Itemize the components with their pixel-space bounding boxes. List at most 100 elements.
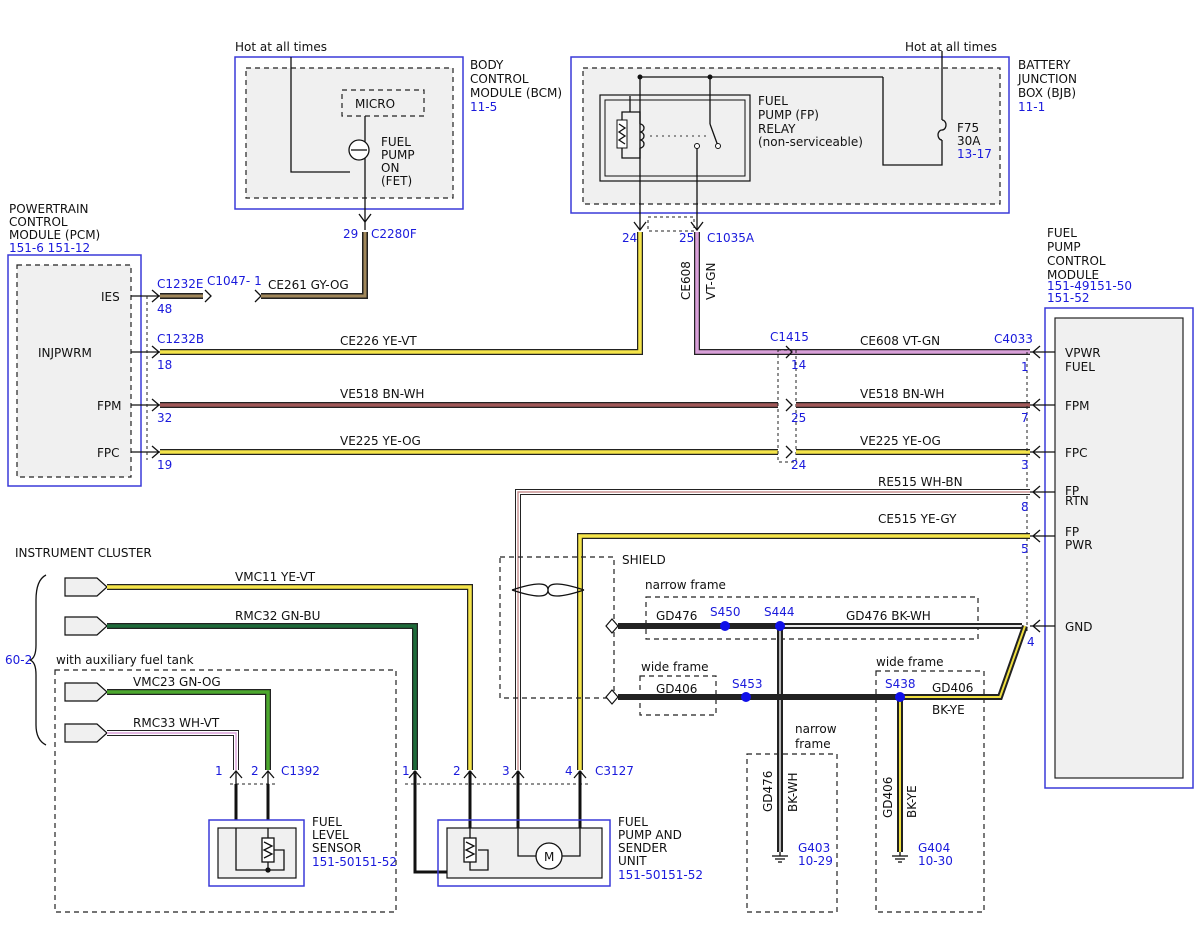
c1392-pin-1: 1: [215, 764, 223, 778]
sender-name-3: SENDER: [618, 841, 667, 855]
c3127-pin-4: 4: [565, 764, 573, 778]
fpcm-pin-fuel: FUEL: [1065, 360, 1095, 374]
bcm-ref: 11-5: [470, 100, 497, 114]
relay-label-1: FUEL: [758, 94, 788, 108]
pcm-name-1: POWERTRAIN: [9, 202, 89, 216]
fpcm-pin-fpm: FPM: [1065, 399, 1090, 413]
ground-g404-ref: 10-30: [918, 854, 953, 868]
shield-twist-icon: [511, 583, 585, 597]
fpcm-inner: [1054, 317, 1184, 779]
splice-label-s453: S453: [732, 677, 763, 691]
fpcm-pin-rtn: RTN: [1065, 494, 1089, 508]
micro-label: MICRO: [355, 97, 395, 111]
splice-s444: [775, 621, 785, 631]
wire-label-gd476-vert: GD476: [761, 771, 775, 812]
narrow-frame-box: [645, 596, 979, 640]
wide-frame-label-2: wide frame: [876, 655, 944, 669]
pcm-pin-ies: IES: [101, 290, 120, 304]
bcm-outline: [234, 56, 464, 210]
wire-label-vmc23: VMC23 GN-OG: [133, 675, 221, 689]
relay-label-2: PUMP (FP): [758, 108, 819, 122]
sender-ref: 151-50151-52: [618, 868, 703, 882]
fpcm-pin-gnd: GND: [1065, 620, 1093, 634]
wire-label-ce608: CE608 VT-GN: [860, 334, 940, 348]
wire-label-ce608-vert: CE608: [679, 261, 693, 300]
fuse-icon: [937, 119, 947, 141]
micro-box: [341, 89, 425, 117]
sender-unit-outline: [437, 819, 611, 887]
fpcm-pin-fp2: FP: [1065, 525, 1079, 539]
bjb-ref: 11-1: [1018, 100, 1045, 114]
level-sensor-name-3: SENSOR: [312, 841, 362, 855]
cluster-title: INSTRUMENT CLUSTER: [15, 546, 152, 560]
fuse-ref: 13-17: [957, 147, 992, 161]
hot-at-all-times-bjb: Hot at all times: [905, 40, 997, 54]
splice-label-s450: S450: [710, 605, 741, 619]
level-sensor-ref: 151-50151-52: [312, 855, 397, 869]
sender-name-2: PUMP AND: [618, 828, 682, 842]
fet-label-3: ON: [381, 161, 399, 175]
pin-4: 4: [1027, 635, 1035, 649]
bcm-inner: [245, 67, 454, 199]
wire-label-re515: RE515 WH-BN: [878, 475, 963, 489]
c3127-pin-3: 3: [502, 764, 510, 778]
wire-ce261: [160, 232, 368, 299]
wire-label-ve518-left: VE518 BN-WH: [340, 387, 424, 401]
pcm-ref: 151-6 151-12: [9, 241, 90, 255]
pcm-name-3: MODULE (PCM): [9, 228, 100, 242]
level-sensor-name-1: FUEL: [312, 815, 342, 829]
fpcm-ref-1: 151-49151-50: [1047, 279, 1132, 293]
level-sensor-name-2: LEVEL: [312, 828, 349, 842]
cluster-connectors: [64, 577, 108, 743]
c3127-pin-2: 2: [453, 764, 461, 778]
relay-label-3: RELAY: [758, 122, 796, 136]
ground-g403-ref: 10-29: [798, 854, 833, 868]
pin-1: 1: [1021, 360, 1029, 374]
ground-g404-icon: [892, 852, 908, 863]
wire-label-rmc33: RMC33 WH-VT: [133, 716, 220, 730]
conn-c4033: C4033: [994, 332, 1033, 346]
pin-25: 25: [791, 411, 806, 425]
pin-48: 48: [157, 302, 172, 316]
narrow-frame-label-2b: frame: [795, 737, 831, 751]
wire-label-gd406a: GD406: [656, 682, 697, 696]
wire-label-ve518-right: VE518 BN-WH: [860, 387, 944, 401]
bjb-outline: [570, 56, 1010, 214]
wire-vmc11: [107, 584, 473, 770]
pin-5: 5: [1021, 542, 1029, 556]
splice-s438: [895, 692, 905, 702]
fuse-label-2: 30A: [957, 134, 981, 148]
fpcm-pin-fpc: FPC: [1065, 446, 1088, 460]
shield-ground-icon-2: [605, 689, 619, 705]
fpcm-ref-2: 151-52: [1047, 291, 1090, 305]
pcm-name-2: CONTROL: [9, 215, 68, 229]
aux-tank-label: with auxiliary fuel tank: [56, 653, 194, 667]
fet-label-2: PUMP: [381, 148, 415, 162]
fuse-label-1: F75: [957, 121, 979, 135]
wire-label-ce226: CE226 YE-VT: [340, 334, 417, 348]
narrow-frame-box-2: [746, 753, 838, 913]
cluster-brace: [27, 574, 47, 746]
wire-re515: [515, 489, 1030, 770]
pin-18: 18: [157, 358, 172, 372]
wire-label-rmc32: RMC32 GN-BU: [235, 609, 320, 623]
wire-ce608: [694, 232, 1030, 355]
shield-ground-icon: [605, 618, 619, 634]
conn-c1415: C1415: [770, 330, 809, 344]
bcm-connector: C2280F: [371, 227, 417, 241]
fpcm-name-2: PUMP: [1047, 240, 1081, 254]
fpcm-name-3: CONTROL: [1047, 254, 1106, 268]
ground-g404: G404: [918, 841, 950, 855]
c1392-pin-2: 2: [251, 764, 259, 778]
pin-19: 19: [157, 458, 172, 472]
sender-name-4: UNIT: [618, 854, 647, 868]
pcm-injpwrm: INJPWRM: [38, 346, 92, 360]
wire-label-bkye-vert: BK-YE: [905, 785, 919, 818]
wire-label-bkwh-vert: BK-WH: [786, 772, 800, 812]
pcm-pin-fpm: FPM: [97, 399, 122, 413]
narrow-frame-label: narrow frame: [645, 578, 726, 592]
wire-ce515: [577, 533, 1030, 770]
splice-label-s444: S444: [764, 605, 795, 619]
wire-gd476: [618, 623, 1022, 852]
